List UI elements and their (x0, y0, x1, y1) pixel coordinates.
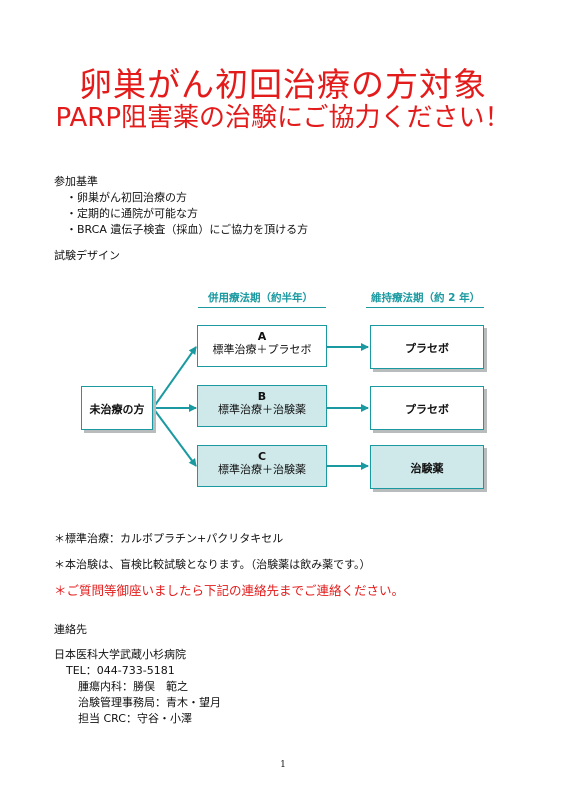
note-trial: ＊本治験は、盲検比較試験となります。（治験薬は飲み薬です。） (54, 558, 371, 571)
arrow-to-c (152, 407, 197, 467)
phase2-label: 維持療法期（約 2 年） (371, 292, 481, 304)
arm-a-text: 標準治療＋プラセボ (212, 343, 312, 356)
note-contact-request: ＊ご質問等御座いましたら下記の連絡先までご連絡ください。 (54, 583, 405, 598)
list-item: 卵巣がん初回治療の方 (66, 190, 308, 206)
list-item: BRCA 遺伝子検査（採血）にご協力を頂ける方 (66, 222, 308, 238)
start-box: 未治療の方 (81, 386, 153, 430)
note-standard: ＊標準治療：カルボプラチン+パクリタキセル (54, 532, 284, 545)
arm-b-box: B 標準治療＋治験薬 (197, 385, 327, 427)
page-title: 卵巣がん初回治療の方対象 (79, 65, 487, 104)
phase1-line (198, 307, 326, 308)
arm-a-label: A (257, 330, 267, 343)
phase1-label: 併用療法期（約半年） (208, 292, 313, 304)
start-label: 未治療の方 (89, 403, 145, 416)
contact-tel: TEL：044-733-5181 (66, 664, 175, 677)
phase2-line (366, 307, 484, 308)
list-item: 定期的に通院が可能な方 (66, 206, 308, 222)
arm-b-maintenance-box: プラセボ (370, 386, 484, 430)
arm-b-text: 標準治療＋治験薬 (218, 403, 306, 416)
arm-a-box: A 標準治療＋プラセボ (197, 325, 327, 367)
criteria-list: 卵巣がん初回治療の方 定期的に通院が可能な方 BRCA 遺伝子検査（採血）にご協… (66, 190, 308, 238)
page-number: 1 (280, 760, 286, 770)
arm-b-maintenance: プラセボ (405, 403, 449, 416)
arm-c-maintenance-box: 治験薬 (370, 445, 484, 489)
arm-c-text: 標準治療＋治験薬 (218, 463, 306, 476)
arm-c-label: C (257, 450, 267, 463)
contact-department: 腫瘍内科：勝俣 範之 (78, 680, 188, 693)
page-subtitle: PARP阻害薬の治験にご協力ください！ (55, 103, 511, 133)
arm-a-maintenance: プラセボ (405, 342, 449, 355)
contact-office: 治験管理事務局：青木・望月 (78, 696, 221, 709)
arrow-to-a (152, 346, 197, 409)
contact-heading: 連絡先 (54, 623, 87, 636)
arm-a-maintenance-box: プラセボ (370, 325, 484, 369)
criteria-heading: 参加基準 (54, 175, 98, 188)
contact-crc: 担当 CRC：守谷・小澤 (78, 712, 192, 725)
contact-hospital: 日本医科大学武蔵小杉病院 (54, 648, 186, 661)
design-heading: 試験デザイン (54, 249, 120, 262)
arm-c-box: C 標準治療＋治験薬 (197, 445, 327, 487)
arm-b-label: B (257, 390, 267, 403)
arm-c-maintenance: 治験薬 (410, 462, 444, 475)
